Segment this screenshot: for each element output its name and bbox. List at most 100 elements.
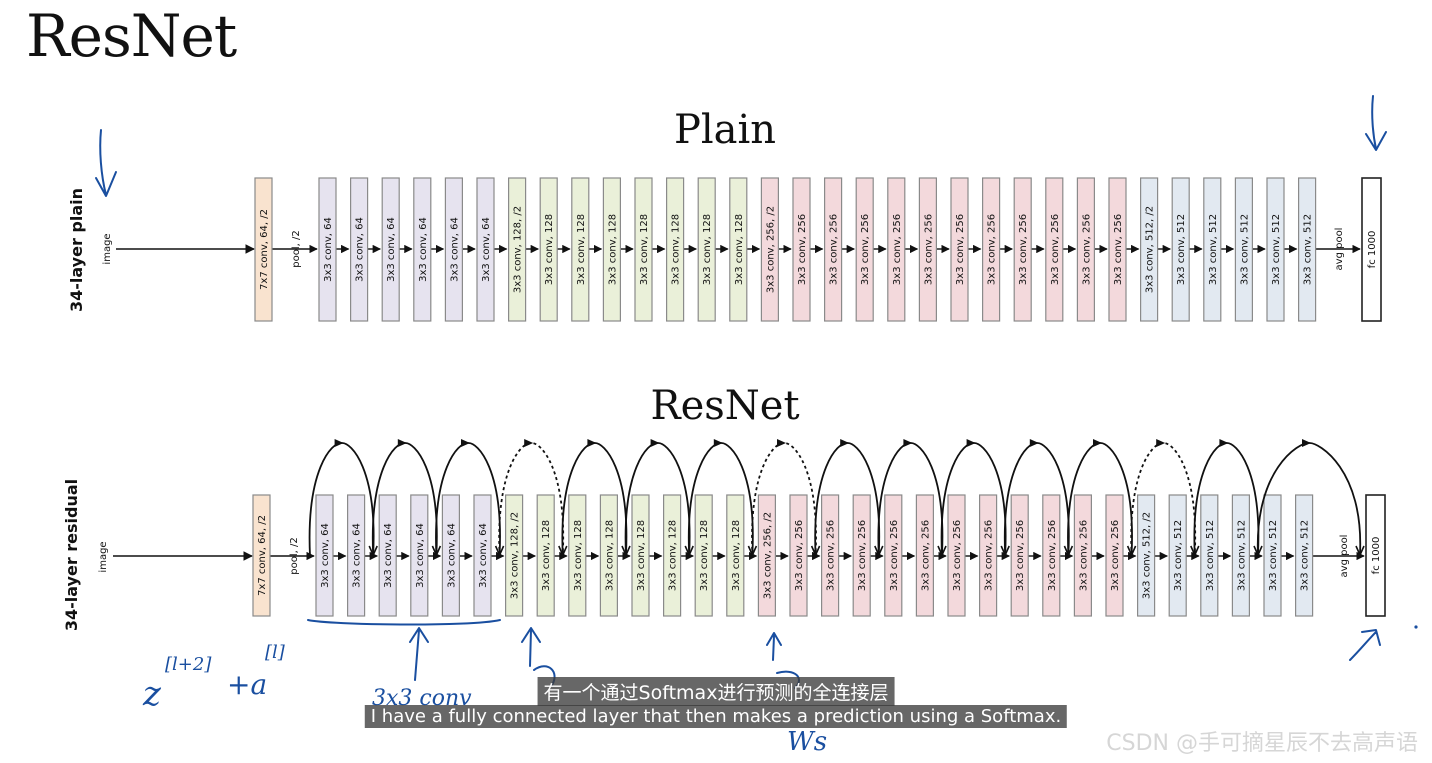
plain-block-label: 3x3 conv, 64	[481, 217, 492, 282]
plain-block	[413, 177, 432, 322]
plain-block	[792, 177, 811, 322]
plain-block	[729, 177, 748, 322]
plain-block	[508, 177, 527, 322]
skip-arrowhead	[966, 439, 976, 447]
residual-block	[852, 494, 871, 617]
a-expression: +a	[227, 668, 267, 701]
residual-block	[252, 494, 271, 617]
residual-block-label: 3x3 conv, 256	[1110, 520, 1121, 591]
plain-block	[823, 177, 843, 322]
plain-block	[950, 177, 969, 322]
residual-block	[1136, 494, 1156, 617]
skip-arrowhead	[587, 439, 597, 447]
plain-block-label: 3x3 conv, 256	[829, 214, 840, 285]
plain-network: 7x7 conv, 64, /2 3x3 conv, 64 3x3 conv, 64…	[254, 177, 1382, 322]
plain-block-label: 3x3 conv, 64	[449, 217, 460, 282]
handwritten-annotations	[95, 95, 1387, 689]
residual-block-label: 3x3 conv, 64	[478, 523, 489, 588]
skip-arrowhead	[461, 439, 470, 447]
residual-block	[1073, 494, 1093, 617]
plain-block-label: 3x3 conv, 256	[1018, 214, 1029, 285]
residual-block-label: 3x3 conv, 256	[952, 520, 963, 591]
plain-block-label: 3x3 conv, 256	[892, 214, 903, 285]
residual-block	[789, 494, 808, 617]
plain-block-label: 3x3 conv, 256	[1081, 214, 1092, 285]
plain-block-label: 3x3 conv, 128	[702, 214, 713, 285]
z-expression: z	[142, 674, 162, 714]
plain-side-label: 34-layer plain	[67, 188, 86, 312]
plain-block-label: 3x3 conv, 256, /2	[765, 206, 776, 293]
residual-block	[1231, 494, 1251, 617]
watermark: CSDN @手可摘星辰不去高声语	[1106, 731, 1418, 756]
plain-block	[1203, 177, 1222, 322]
residual-block	[1263, 494, 1282, 617]
plain-block	[254, 177, 273, 322]
plain-block-label: 3x3 conv, 64	[386, 217, 397, 282]
residual-block	[599, 494, 619, 617]
pen-arrow-bracket	[409, 627, 429, 681]
z-superscript: [l+2]	[165, 654, 212, 675]
plain-block	[697, 177, 716, 322]
skip-arrowhead	[1156, 439, 1166, 447]
skip-arrowhead	[903, 439, 913, 447]
plain-block	[1266, 177, 1285, 322]
residual-block	[1010, 494, 1029, 617]
plain-block-label: 3x3 conv, 256	[797, 214, 808, 285]
residual-block	[568, 494, 587, 617]
plain-block-label: 3x3 conv, 64	[355, 217, 366, 282]
slide-title: ResNet	[26, 2, 237, 70]
residual-block	[410, 494, 429, 617]
residual-block-label: 3x3 conv, 256	[1015, 520, 1026, 591]
plain-block	[665, 177, 685, 322]
plain-block-label: 7x7 conv, 64, /2	[259, 209, 270, 290]
residual-block-label: 3x3 conv, 256	[920, 520, 931, 591]
residual-block-label: 3x3 conv, 128	[541, 520, 552, 591]
residual-block	[820, 494, 840, 617]
skip-arrowhead	[1302, 439, 1311, 447]
pen-arrow-image	[95, 129, 117, 197]
plain-block	[1297, 177, 1317, 322]
residual-block-label: 3x3 conv, 512	[1236, 520, 1247, 591]
residual-block-label: 3x3 conv, 64	[415, 523, 426, 588]
residual-block-label: 3x3 conv, 128, /2	[510, 512, 521, 599]
residual-block-label: 3x3 conv, 64	[446, 523, 457, 588]
skip-arrowhead	[524, 439, 534, 447]
residual-block	[347, 494, 366, 617]
plain-block	[634, 177, 653, 322]
plain-block-label: 3x3 conv, 128	[607, 214, 618, 285]
plain-block	[476, 177, 495, 322]
residual-block-label: 3x3 conv, 512	[1268, 520, 1279, 591]
plain-block-label: 3x3 conv, 128	[544, 214, 555, 285]
residual-block	[1168, 494, 1187, 617]
residual-block-label: 3x3 conv, 64	[352, 523, 363, 588]
plain-block	[1076, 177, 1096, 322]
residual-block-label: 3x3 conv, 256	[889, 520, 900, 591]
plain-block	[539, 177, 558, 322]
plain-block-label: 3x3 conv, 256	[860, 214, 871, 285]
plain-block-label: 3x3 conv, 64	[418, 217, 429, 282]
pen-arrow-128	[521, 627, 541, 667]
plain-block	[981, 177, 1001, 322]
plain-heading: Plain	[674, 107, 776, 153]
skip-arrowhead	[840, 439, 850, 447]
plain-block	[318, 177, 337, 322]
plain-block-label: 3x3 conv, 512	[1208, 214, 1219, 285]
residual-block	[726, 494, 745, 617]
plain-block	[918, 177, 938, 322]
residual-block-label: 3x3 conv, 64	[383, 523, 394, 588]
residual-block-label: 3x3 conv, 256, /2	[762, 512, 773, 599]
skip-arrowhead	[1219, 439, 1229, 447]
ws-note: Ws	[787, 727, 827, 757]
residual-block	[315, 494, 334, 617]
skip-merge-arrow	[1355, 545, 1365, 557]
plain-block-label: 3x3 conv, 512	[1271, 214, 1282, 285]
skip-arrowhead	[1093, 439, 1102, 447]
plain-block-label: 3x3 conv, 128, /2	[513, 206, 524, 293]
residual-side-label: 34-layer residual	[62, 479, 81, 631]
skip-arrowhead	[650, 439, 660, 447]
plain-block-label: 3x3 conv, 256	[1113, 214, 1124, 285]
residual-block	[473, 494, 492, 617]
skip-connections	[308, 439, 1365, 557]
